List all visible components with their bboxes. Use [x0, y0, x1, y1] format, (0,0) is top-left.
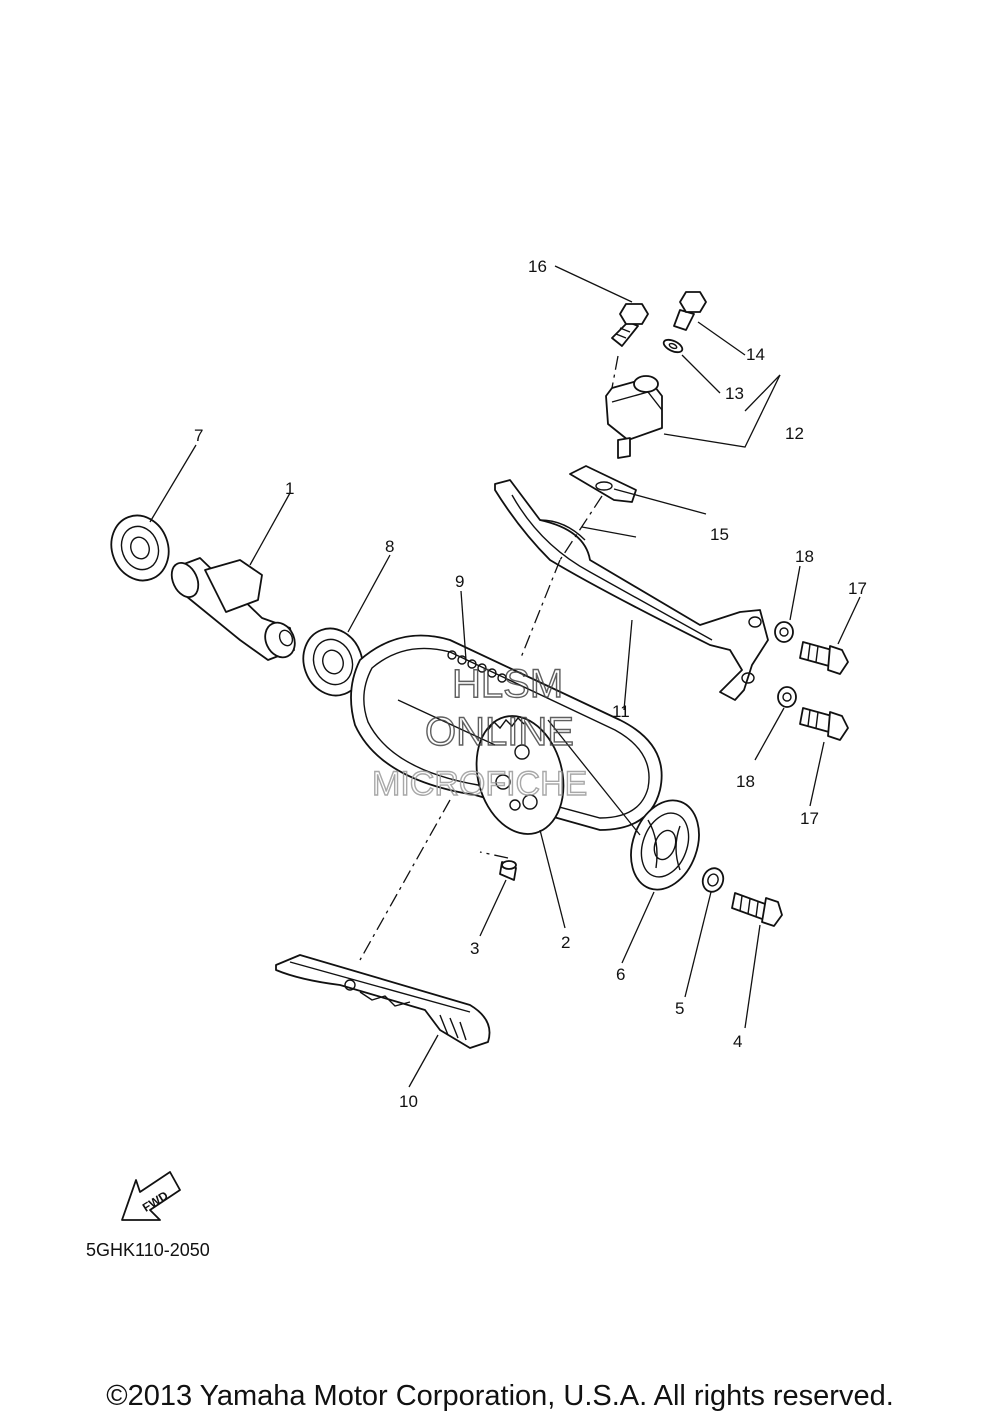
callout-7[interactable]: 7 [194, 426, 203, 445]
part-5-washer [701, 867, 725, 893]
part-6-plate [630, 799, 700, 891]
copyright-notice: ©2013 Yamaha Motor Corporation, U.S.A. A… [106, 1380, 894, 1412]
callout-2[interactable]: 2 [561, 933, 570, 952]
callout-18-upper[interactable]: 18 [795, 547, 814, 566]
part-14-bolt [673, 291, 707, 331]
part-7-bearing [110, 514, 170, 582]
callout-9[interactable]: 9 [455, 572, 464, 591]
diagram-code: 5GHK110-2050 [86, 1240, 210, 1260]
callout-17-upper[interactable]: 17 [848, 579, 867, 598]
callout-5[interactable]: 5 [675, 999, 684, 1018]
callout-12[interactable]: 12 [785, 424, 804, 443]
callout-labels: 1 2 3 4 5 6 7 8 9 10 11 12 13 14 15 16 1… [194, 257, 867, 1111]
watermark-line-3: MICROFICHE [372, 765, 587, 803]
part-3-dowel-pin [499, 860, 517, 881]
part-8-bearing [302, 627, 364, 697]
part-10-chain-guide [275, 954, 491, 1049]
part-16-bolt [611, 303, 649, 347]
callout-13[interactable]: 13 [725, 384, 744, 403]
part-15-gasket [569, 465, 637, 503]
callout-14[interactable]: 14 [746, 345, 765, 364]
part-17-bolt-lower [799, 707, 849, 741]
callout-8[interactable]: 8 [385, 537, 394, 556]
fwd-arrow-icon: FWD [121, 1171, 181, 1221]
leader-lines [149, 265, 861, 1088]
part-13-oring [662, 338, 684, 354]
watermark-line-1: HLSM [452, 662, 563, 706]
callout-11[interactable]: 11 [612, 702, 630, 721]
callout-10[interactable]: 10 [399, 1092, 418, 1111]
callout-3[interactable]: 3 [470, 939, 479, 958]
callout-16[interactable]: 16 [528, 257, 547, 276]
part-2-cam-sprocket [475, 715, 565, 835]
watermark: HLSM ONLINE MICROFICHE [371, 661, 588, 803]
part-17-bolt-upper [799, 641, 849, 675]
assembly-center-lines [359, 355, 619, 961]
part-12-tensioner-assembly [605, 375, 663, 459]
part-18-washer-upper [774, 621, 794, 643]
callout-18-lower[interactable]: 18 [736, 772, 755, 791]
chain-links [447, 650, 507, 683]
callout-15[interactable]: 15 [710, 525, 729, 544]
part-1-camshaft [170, 557, 296, 661]
part-18-washer-lower [777, 686, 797, 708]
callout-4[interactable]: 4 [733, 1032, 742, 1051]
callout-17-lower[interactable]: 17 [800, 809, 819, 828]
watermark-line-2: ONLINE [425, 710, 574, 754]
part-4-bolt [731, 892, 783, 927]
part-11-tensioner-guide [494, 479, 769, 701]
callout-1[interactable]: 1 [285, 479, 294, 498]
callout-6[interactable]: 6 [616, 965, 625, 984]
